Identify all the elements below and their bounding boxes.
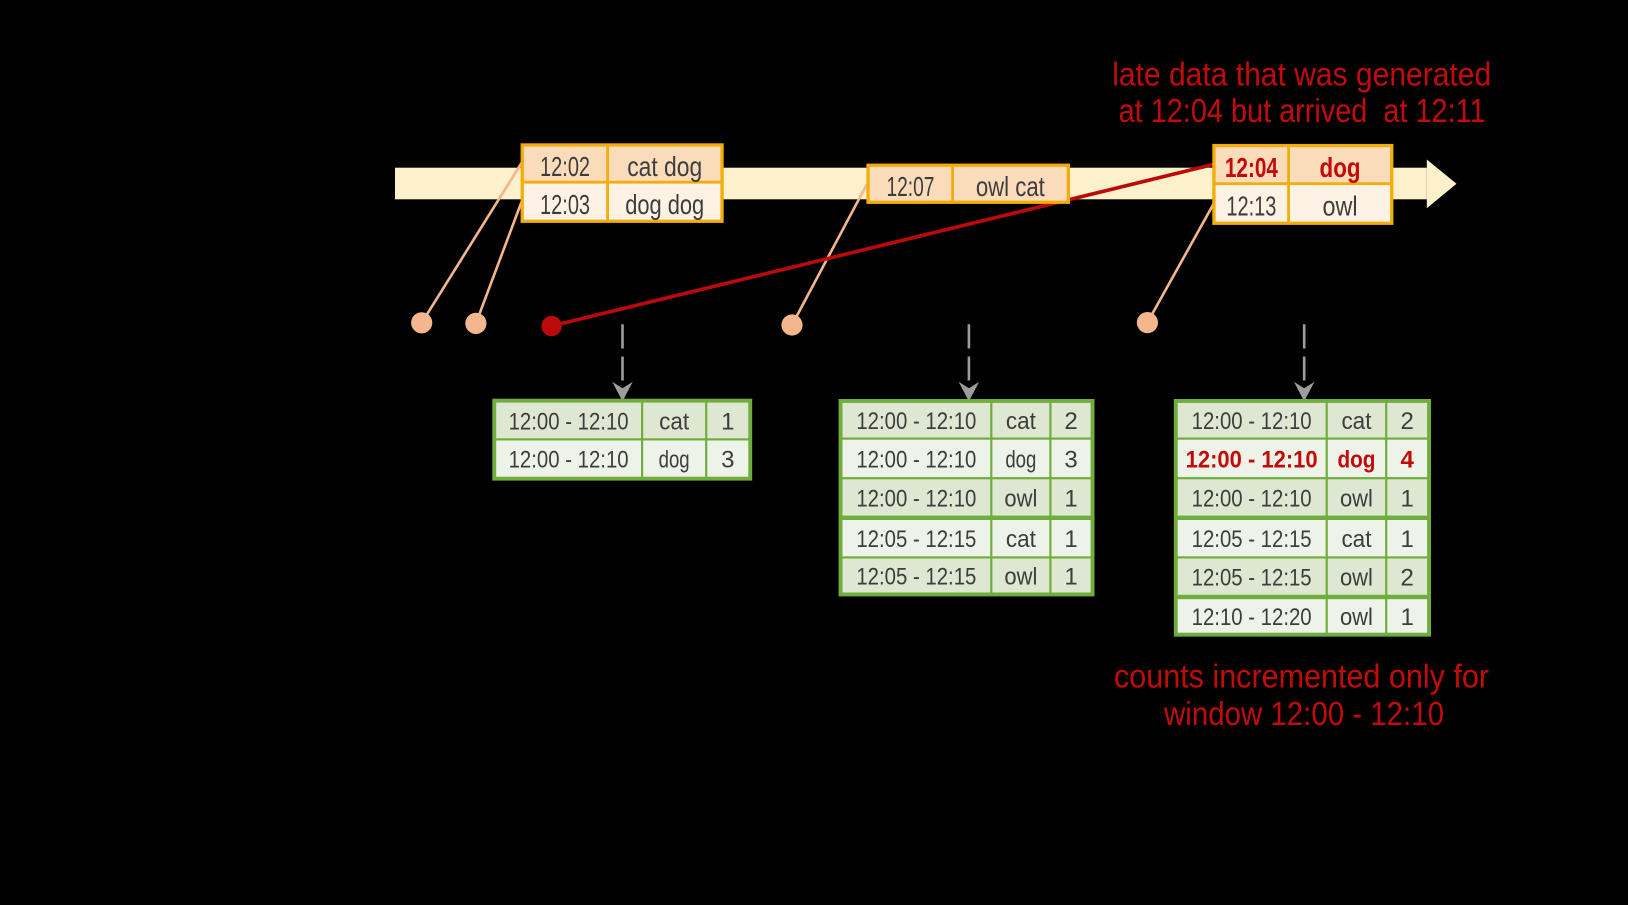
svg-text:cat: cat	[1006, 526, 1036, 553]
svg-text:12:00 - 12:10: 12:00 - 12:10	[509, 447, 629, 474]
svg-text:cat: cat	[1341, 526, 1371, 553]
svg-text:cat dog: cat dog	[627, 151, 702, 182]
svg-text:dog: dog	[1320, 152, 1361, 183]
svg-text:3: 3	[721, 447, 734, 474]
svg-text:12:03: 12:03	[540, 189, 590, 220]
svg-text:owl: owl	[1340, 485, 1373, 512]
svg-text:2: 2	[1064, 408, 1077, 435]
svg-text:owl: owl	[1004, 485, 1037, 512]
svg-text:12:00 - 12:10: 12:00 - 12:10	[856, 485, 976, 512]
svg-text:12:05 - 12:15: 12:05 - 12:15	[856, 564, 976, 591]
svg-text:12:00 - 12:10: 12:00 - 12:10	[1192, 485, 1312, 512]
svg-text:1: 1	[721, 408, 734, 435]
svg-text:cat: cat	[659, 408, 689, 435]
svg-text:dog dog: dog dog	[625, 189, 704, 220]
svg-text:1: 1	[1064, 526, 1077, 553]
svg-text:window 12:00 - 12:10: window 12:00 - 12:10	[1163, 695, 1444, 732]
svg-text:12:10 - 12:20: 12:10 - 12:20	[1192, 604, 1312, 631]
svg-text:counts incremented only for: counts incremented only for	[1114, 658, 1489, 695]
svg-text:1: 1	[1401, 604, 1414, 631]
svg-text:1: 1	[1064, 564, 1077, 591]
svg-text:12:13: 12:13	[1226, 191, 1276, 222]
svg-text:at 12:04 but arrived at 12:11: at 12:04 but arrived at 12:11	[1119, 92, 1486, 129]
svg-text:12:07: 12:07	[886, 171, 934, 202]
svg-text:dog: dog	[1005, 446, 1036, 473]
svg-text:owl: owl	[1340, 604, 1373, 631]
svg-text:12:00 - 12:10: 12:00 - 12:10	[856, 408, 976, 435]
svg-text:2: 2	[1401, 408, 1414, 435]
svg-text:2: 2	[1401, 565, 1414, 592]
svg-text:1: 1	[1401, 485, 1414, 512]
svg-text:owl: owl	[1323, 191, 1358, 222]
svg-text:1: 1	[1401, 526, 1414, 553]
svg-text:cat: cat	[1341, 408, 1371, 435]
svg-text:12:00 - 12:10: 12:00 - 12:10	[1192, 408, 1312, 435]
svg-text:owl: owl	[1004, 564, 1037, 591]
svg-text:4: 4	[1401, 446, 1415, 473]
svg-text:12:04: 12:04	[1225, 152, 1278, 183]
svg-text:12:00 - 12:10: 12:00 - 12:10	[856, 446, 976, 473]
svg-text:12:00 - 12:10: 12:00 - 12:10	[509, 408, 629, 435]
svg-text:12:05 - 12:15: 12:05 - 12:15	[1192, 526, 1312, 553]
svg-text:12:00 - 12:10: 12:00 - 12:10	[1186, 446, 1318, 473]
svg-text:cat: cat	[1006, 408, 1036, 435]
svg-text:late data that was generated: late data that was generated	[1112, 56, 1491, 93]
svg-text:dog: dog	[1337, 446, 1375, 473]
svg-text:owl: owl	[1340, 565, 1373, 592]
svg-text:12:05 - 12:15: 12:05 - 12:15	[1192, 565, 1312, 592]
svg-text:owl cat: owl cat	[976, 171, 1045, 202]
svg-text:1: 1	[1064, 485, 1077, 512]
svg-text:3: 3	[1064, 446, 1077, 473]
svg-text:12:05 - 12:15: 12:05 - 12:15	[856, 526, 976, 553]
svg-text:12:02: 12:02	[540, 151, 590, 182]
svg-text:dog: dog	[659, 447, 690, 474]
